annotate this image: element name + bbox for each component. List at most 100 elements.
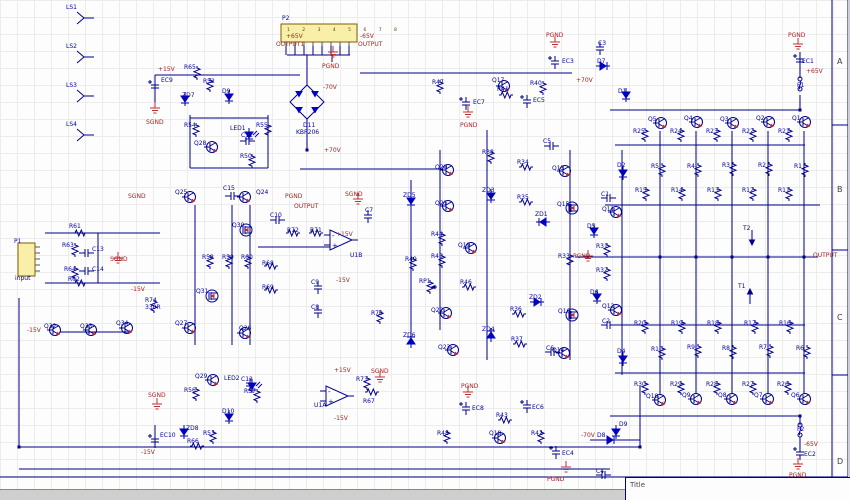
r69-res-symbol[interactable] <box>264 285 278 295</box>
r56-res-symbol[interactable] <box>191 387 201 401</box>
q17-bjt-symbol[interactable] <box>496 80 510 92</box>
d7-dio-symbol[interactable] <box>596 61 610 71</box>
q15-mos-symbol[interactable] <box>565 201 579 215</box>
r15-res-symbol[interactable] <box>641 187 651 201</box>
r47-res-symbol[interactable] <box>435 80 445 94</box>
q5-bjt-symbol[interactable] <box>653 117 667 129</box>
t1-arr-symbol[interactable] <box>746 287 754 304</box>
pgnd-gnd-symbol[interactable] <box>328 46 338 58</box>
c7-cap-symbol[interactable] <box>364 210 372 223</box>
r8-res-symbol[interactable] <box>728 345 738 359</box>
r41-res-symbol[interactable] <box>499 90 513 100</box>
r53-res-symbol[interactable] <box>208 430 218 444</box>
sgnd-gnd-symbol[interactable] <box>150 102 160 114</box>
q28-bjt-symbol[interactable] <box>204 141 218 153</box>
sgnd-gnd-symbol[interactable] <box>113 252 123 264</box>
f2-fuse-symbol[interactable] <box>797 422 803 438</box>
zd6-zen-symbol[interactable] <box>406 334 416 348</box>
t2-arr-symbol[interactable] <box>748 230 756 247</box>
r14-res-symbol[interactable] <box>677 187 687 201</box>
d9-dio-symbol[interactable] <box>611 425 621 439</box>
pgnd-gnd-symbol[interactable] <box>550 36 560 48</box>
j7-dot-symbol[interactable] <box>798 108 802 112</box>
ec10-ecap-symbol[interactable] <box>148 434 159 447</box>
ls2-ls-symbol[interactable] <box>76 50 94 64</box>
r28-res-symbol[interactable] <box>712 381 722 395</box>
q1-bjt-symbol[interactable] <box>797 116 811 128</box>
p2-conn-symbol[interactable] <box>280 23 358 46</box>
q23-bjt-symbol[interactable] <box>445 344 459 356</box>
zd4-zen-symbol[interactable] <box>486 328 496 342</box>
ls1-ls-symbol[interactable] <box>76 11 94 25</box>
c14-cap-symbol[interactable] <box>79 267 94 275</box>
c2-cap-symbol[interactable] <box>601 321 616 329</box>
q16-mos-symbol[interactable] <box>565 308 579 322</box>
r59-res-symbol[interactable] <box>224 255 234 269</box>
r37-res-symbol[interactable] <box>513 339 527 349</box>
j10-dot-symbol[interactable] <box>638 445 642 449</box>
q9-bjt-symbol[interactable] <box>688 393 702 405</box>
zd2-zen-symbol[interactable] <box>530 297 544 307</box>
ec3-ecap-symbol[interactable] <box>548 56 559 69</box>
q18-bjt-symbol[interactable] <box>492 432 506 444</box>
r19-res-symbol[interactable] <box>677 320 687 334</box>
ls3-ls-symbol[interactable] <box>76 89 94 103</box>
d2-dio-symbol[interactable] <box>618 166 628 180</box>
r43-res-symbol[interactable] <box>498 415 512 425</box>
sgnd-gnd-symbol[interactable] <box>375 371 385 383</box>
r38-res-symbol[interactable] <box>486 150 496 164</box>
ec9-ecap-symbol[interactable] <box>148 80 159 93</box>
r17-res-symbol[interactable] <box>750 320 760 334</box>
r67-res-symbol[interactable] <box>365 387 379 397</box>
j9-dot-symbol[interactable] <box>17 445 21 449</box>
r13-res-symbol[interactable] <box>713 187 723 201</box>
r48-res-symbol[interactable] <box>442 430 452 444</box>
zd3-zen-symbol[interactable] <box>486 189 496 203</box>
r29-res-symbol[interactable] <box>676 381 686 395</box>
d8-dio-symbol[interactable] <box>603 435 617 445</box>
r36-res-symbol[interactable] <box>512 309 526 319</box>
r46-res-symbol[interactable] <box>462 282 476 292</box>
q20-bjt-symbol[interactable] <box>440 164 454 176</box>
r6-res-symbol[interactable] <box>802 345 812 359</box>
r21-res-symbol[interactable] <box>784 128 794 142</box>
j4-dot-symbol[interactable] <box>766 255 770 259</box>
j1-dot-symbol[interactable] <box>658 255 662 259</box>
sgnd-gnd-symbol[interactable] <box>152 398 162 410</box>
q27-bjt-symbol[interactable] <box>182 322 196 334</box>
led1-led-symbol[interactable] <box>244 128 260 142</box>
r72-res-symbol[interactable] <box>286 228 300 238</box>
r52-res-symbol[interactable] <box>205 78 215 92</box>
r22-res-symbol[interactable] <box>748 128 758 142</box>
q30-mos-symbol[interactable] <box>239 223 253 237</box>
d4-dio-symbol[interactable] <box>618 352 628 366</box>
q7-bjt-symbol[interactable] <box>760 393 774 405</box>
q4-bjt-symbol[interactable] <box>689 116 703 128</box>
ec1-ecap-symbol[interactable] <box>793 54 804 67</box>
pgnd-gnd-symbol[interactable] <box>463 386 473 398</box>
f1-fuse-symbol[interactable] <box>797 76 803 92</box>
q8-bjt-symbol[interactable] <box>724 393 738 405</box>
j8-dot-symbol[interactable] <box>798 414 802 418</box>
r4-res-symbol[interactable] <box>693 163 703 177</box>
ec8-ecap-symbol[interactable] <box>459 402 470 415</box>
pgnd-gnd-symbol[interactable] <box>793 38 803 50</box>
j6-dot-symbol[interactable] <box>305 148 309 152</box>
led2-led-symbol[interactable] <box>247 379 263 393</box>
q22-bjt-symbol[interactable] <box>438 307 452 319</box>
q14-bjt-symbol[interactable] <box>556 347 570 359</box>
r7-res-symbol[interactable] <box>765 344 775 358</box>
r71-res-symbol[interactable] <box>309 228 323 238</box>
r35-res-symbol[interactable] <box>519 197 533 207</box>
r49-res-symbol[interactable] <box>408 257 418 271</box>
r31-res-symbol[interactable] <box>602 243 612 257</box>
c8-cap-symbol[interactable] <box>314 305 322 318</box>
r12-res-symbol[interactable] <box>748 187 758 201</box>
r66-res-symbol[interactable] <box>190 441 204 451</box>
ec2-ecap-symbol[interactable] <box>793 447 804 460</box>
q26-bjt-symbol[interactable] <box>237 327 251 339</box>
rp1-pot-symbol[interactable] <box>425 280 437 294</box>
r5-res-symbol[interactable] <box>657 163 667 177</box>
r2-res-symbol[interactable] <box>764 162 774 176</box>
q6-bjt-symbol[interactable] <box>797 393 811 405</box>
